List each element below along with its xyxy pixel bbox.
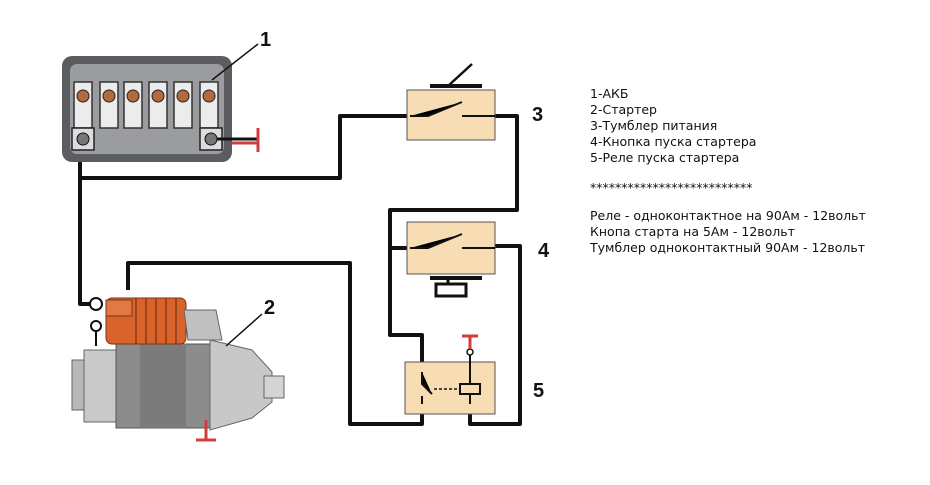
legend-item-button: 4-Кнопка пуска стартера [590,134,757,149]
legend-item-switch: 3-Тумблер питания [590,118,718,133]
label-relay: 5 [533,380,544,402]
legend-item-relay: 5-Реле пуска стартера [590,150,740,165]
wires [78,114,522,426]
legend-item-starter: 2-Стартер [590,102,657,117]
label-battery: 1 [260,29,271,51]
note-switch: Тумблер одноконтактный 90Ам - 12вольт [590,240,866,255]
legend: 1-АКБ 2-Стартер 3-Тумблер питания 4-Кноп… [590,86,866,256]
power-switch [406,63,496,141]
battery [62,43,260,162]
wire-relay-to-solenoid [126,261,424,426]
starter-relay [404,334,496,415]
wire-battery-to-switch [78,114,410,180]
note-button: Кнопа старта на 5Ам - 12вольт [590,224,795,239]
legend-item-battery: 1-АКБ [590,86,629,101]
note-relay: Реле - одноконтактное на 90Ам - 12вольт [590,208,866,223]
start-button [406,221,496,298]
wire-battery-to-starter [78,178,96,306]
starter [71,297,285,442]
wire-switch-to-button [388,114,519,372]
label-button: 4 [538,240,550,262]
label-switch: 3 [532,104,543,126]
legend-separator: ************************** [590,180,753,195]
label-starter: 2 [264,297,275,319]
wire-button-to-relay [468,244,522,426]
